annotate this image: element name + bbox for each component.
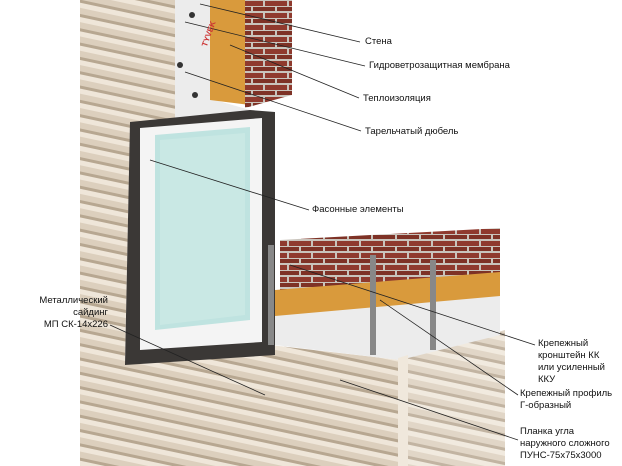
insulation-upper <box>210 0 250 105</box>
dowel-icons <box>177 12 198 98</box>
label-dowel: Тарельчатый дюбель <box>365 126 459 137</box>
label-profile: Крепежный профиль Г-образный <box>520 388 612 412</box>
label-bracket: Крепежный кронштейн КК или усиленный ККУ <box>538 338 605 386</box>
label-bracket-line: ККУ <box>538 374 556 385</box>
label-bracket-line: или усиленный <box>538 362 605 373</box>
leader-lines <box>109 3 536 441</box>
label-trim: Фасонные элементы <box>312 204 404 215</box>
bracket-profiles <box>268 245 436 355</box>
label-insulation: Теплоизоляция <box>363 93 431 104</box>
label-corner-line: Планка угла <box>520 426 575 437</box>
brick-lower <box>280 228 500 292</box>
label-siding-line: сайдинг <box>73 307 108 318</box>
label-siding-line: Металлический <box>39 295 108 306</box>
siding-panels <box>80 0 505 466</box>
corner-trim <box>398 355 408 466</box>
label-corner-line: ПУНС-75х75х3000 <box>520 450 602 461</box>
insulation-lower <box>275 272 500 318</box>
label-siding: Металлический сайдинг МП СК-14х226 <box>39 295 108 331</box>
label-membrane: Гидроветрозащитная мембрана <box>369 60 510 71</box>
brick-upper <box>245 0 292 108</box>
label-profile-line: Крепежный профиль <box>520 388 613 399</box>
window <box>125 110 275 365</box>
label-corner-line: наружного сложного <box>520 438 610 449</box>
label-bracket-line: Крепежный <box>538 338 589 349</box>
label-corner: Планка угла наружного сложного ПУНС-75х7… <box>520 426 610 462</box>
label-profile-line: Г-образный <box>520 400 572 411</box>
label-bracket-line: кронштейн КК <box>538 350 600 361</box>
label-wall: Стена <box>365 36 392 47</box>
label-siding-line: МП СК-14х226 <box>43 319 108 330</box>
